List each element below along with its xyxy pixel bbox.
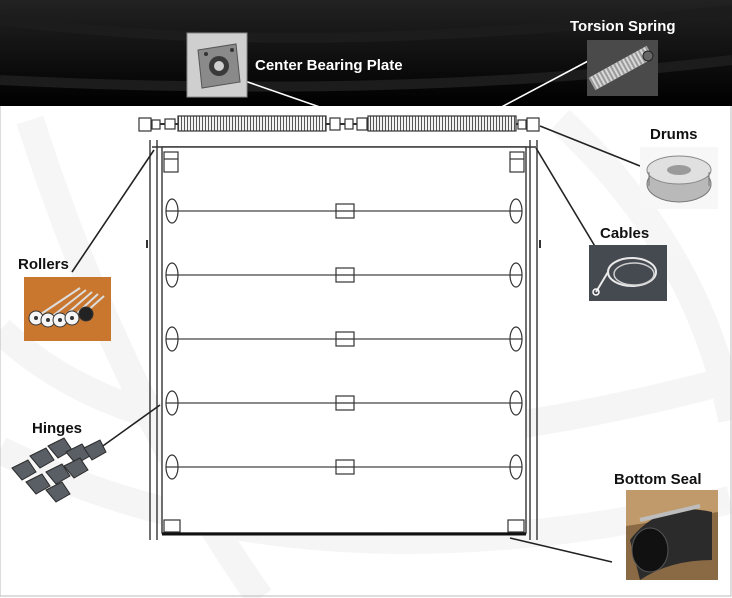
cables-photo (589, 245, 667, 301)
bottom-brackets (163, 519, 525, 533)
leader-bottom-seal (509, 537, 613, 563)
hinge-rows (165, 198, 523, 480)
leader-cables (535, 147, 597, 249)
top-brackets (163, 151, 525, 173)
hinge-row-2 (165, 262, 523, 288)
background-swooshes (0, 109, 732, 598)
drums-label: Drums (650, 126, 698, 143)
left-spring (177, 115, 327, 132)
hinge-row-5 (165, 454, 523, 480)
torsion-spring-label: Torsion Spring (570, 18, 676, 35)
torsion-shaft (138, 115, 540, 132)
bottom-seal-photo (626, 490, 718, 580)
right-spring (367, 115, 517, 132)
leader-hinges (99, 404, 161, 449)
hinge-row-3 (165, 326, 523, 352)
leader-rollers (71, 149, 155, 273)
rollers-label: Rollers (18, 256, 69, 273)
drums-photo (640, 147, 718, 209)
hinges-label: Hinges (32, 420, 83, 437)
center-bearing-plate-photo (186, 32, 248, 98)
rollers-photo (24, 277, 111, 341)
leader-drums (539, 125, 641, 167)
hinges-photo (11, 437, 107, 503)
cables-label: Cables (600, 225, 650, 242)
bottom-seal-label: Bottom Seal (614, 471, 702, 488)
right-drum-block (526, 117, 540, 132)
hinge-row-4 (165, 390, 523, 416)
torsion-spring-photo (587, 40, 658, 96)
center-bearing-plate-label: Center Bearing Plate (255, 57, 403, 74)
center-bearing-right (344, 118, 354, 130)
leader-torsion-spring (491, 59, 591, 113)
leader-center-bearing (241, 79, 338, 114)
leader-lines (71, 59, 641, 563)
left-drum-block (138, 117, 152, 132)
center-bearing-left (329, 117, 341, 131)
hinge-row-1 (165, 198, 523, 224)
